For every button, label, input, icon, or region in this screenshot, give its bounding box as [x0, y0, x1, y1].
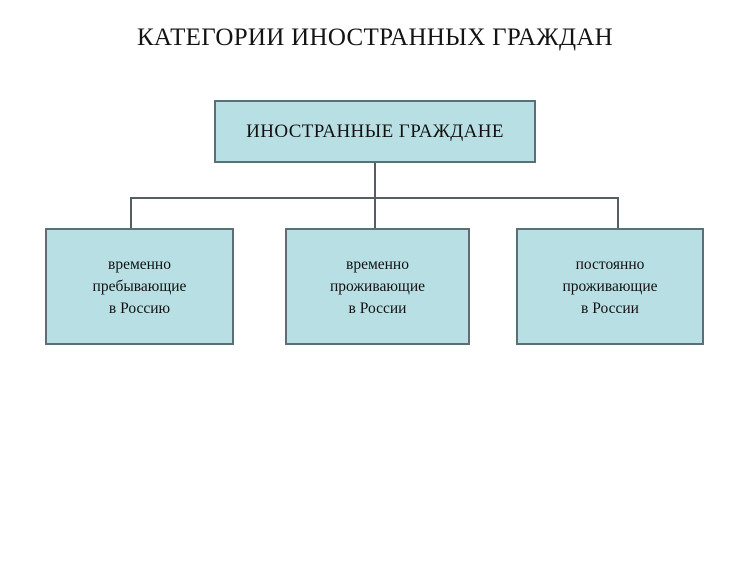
connector-drop-left	[130, 197, 132, 228]
node-label-temporarily-residing: временно проживающие в России	[329, 255, 426, 317]
diagram-node-permanently-residing: постоянно проживающие в России	[516, 228, 704, 345]
node-label-root: ИНОСТРАННЫЕ ГРАЖДАНЕ	[246, 120, 504, 142]
connector-drop-right	[617, 197, 619, 228]
connector-stem-root	[374, 163, 376, 228]
page-title: КАТЕГОРИИ ИНОСТРАННЫХ ГРАЖДАН	[136, 24, 614, 51]
node-label-permanently-residing: постоянно проживающие в России	[562, 255, 658, 317]
diagram-node-temporarily-residing: временно проживающие в России	[285, 228, 470, 345]
node-label-temporarily-staying: временно пребывающие в Россию	[92, 255, 187, 317]
diagram-node-temporarily-staying: временно пребывающие в Россию	[45, 228, 234, 345]
connector-horizontal-bus	[130, 197, 619, 199]
diagram-node-root: ИНОСТРАННЫЕ ГРАЖДАНЕ	[214, 100, 536, 163]
